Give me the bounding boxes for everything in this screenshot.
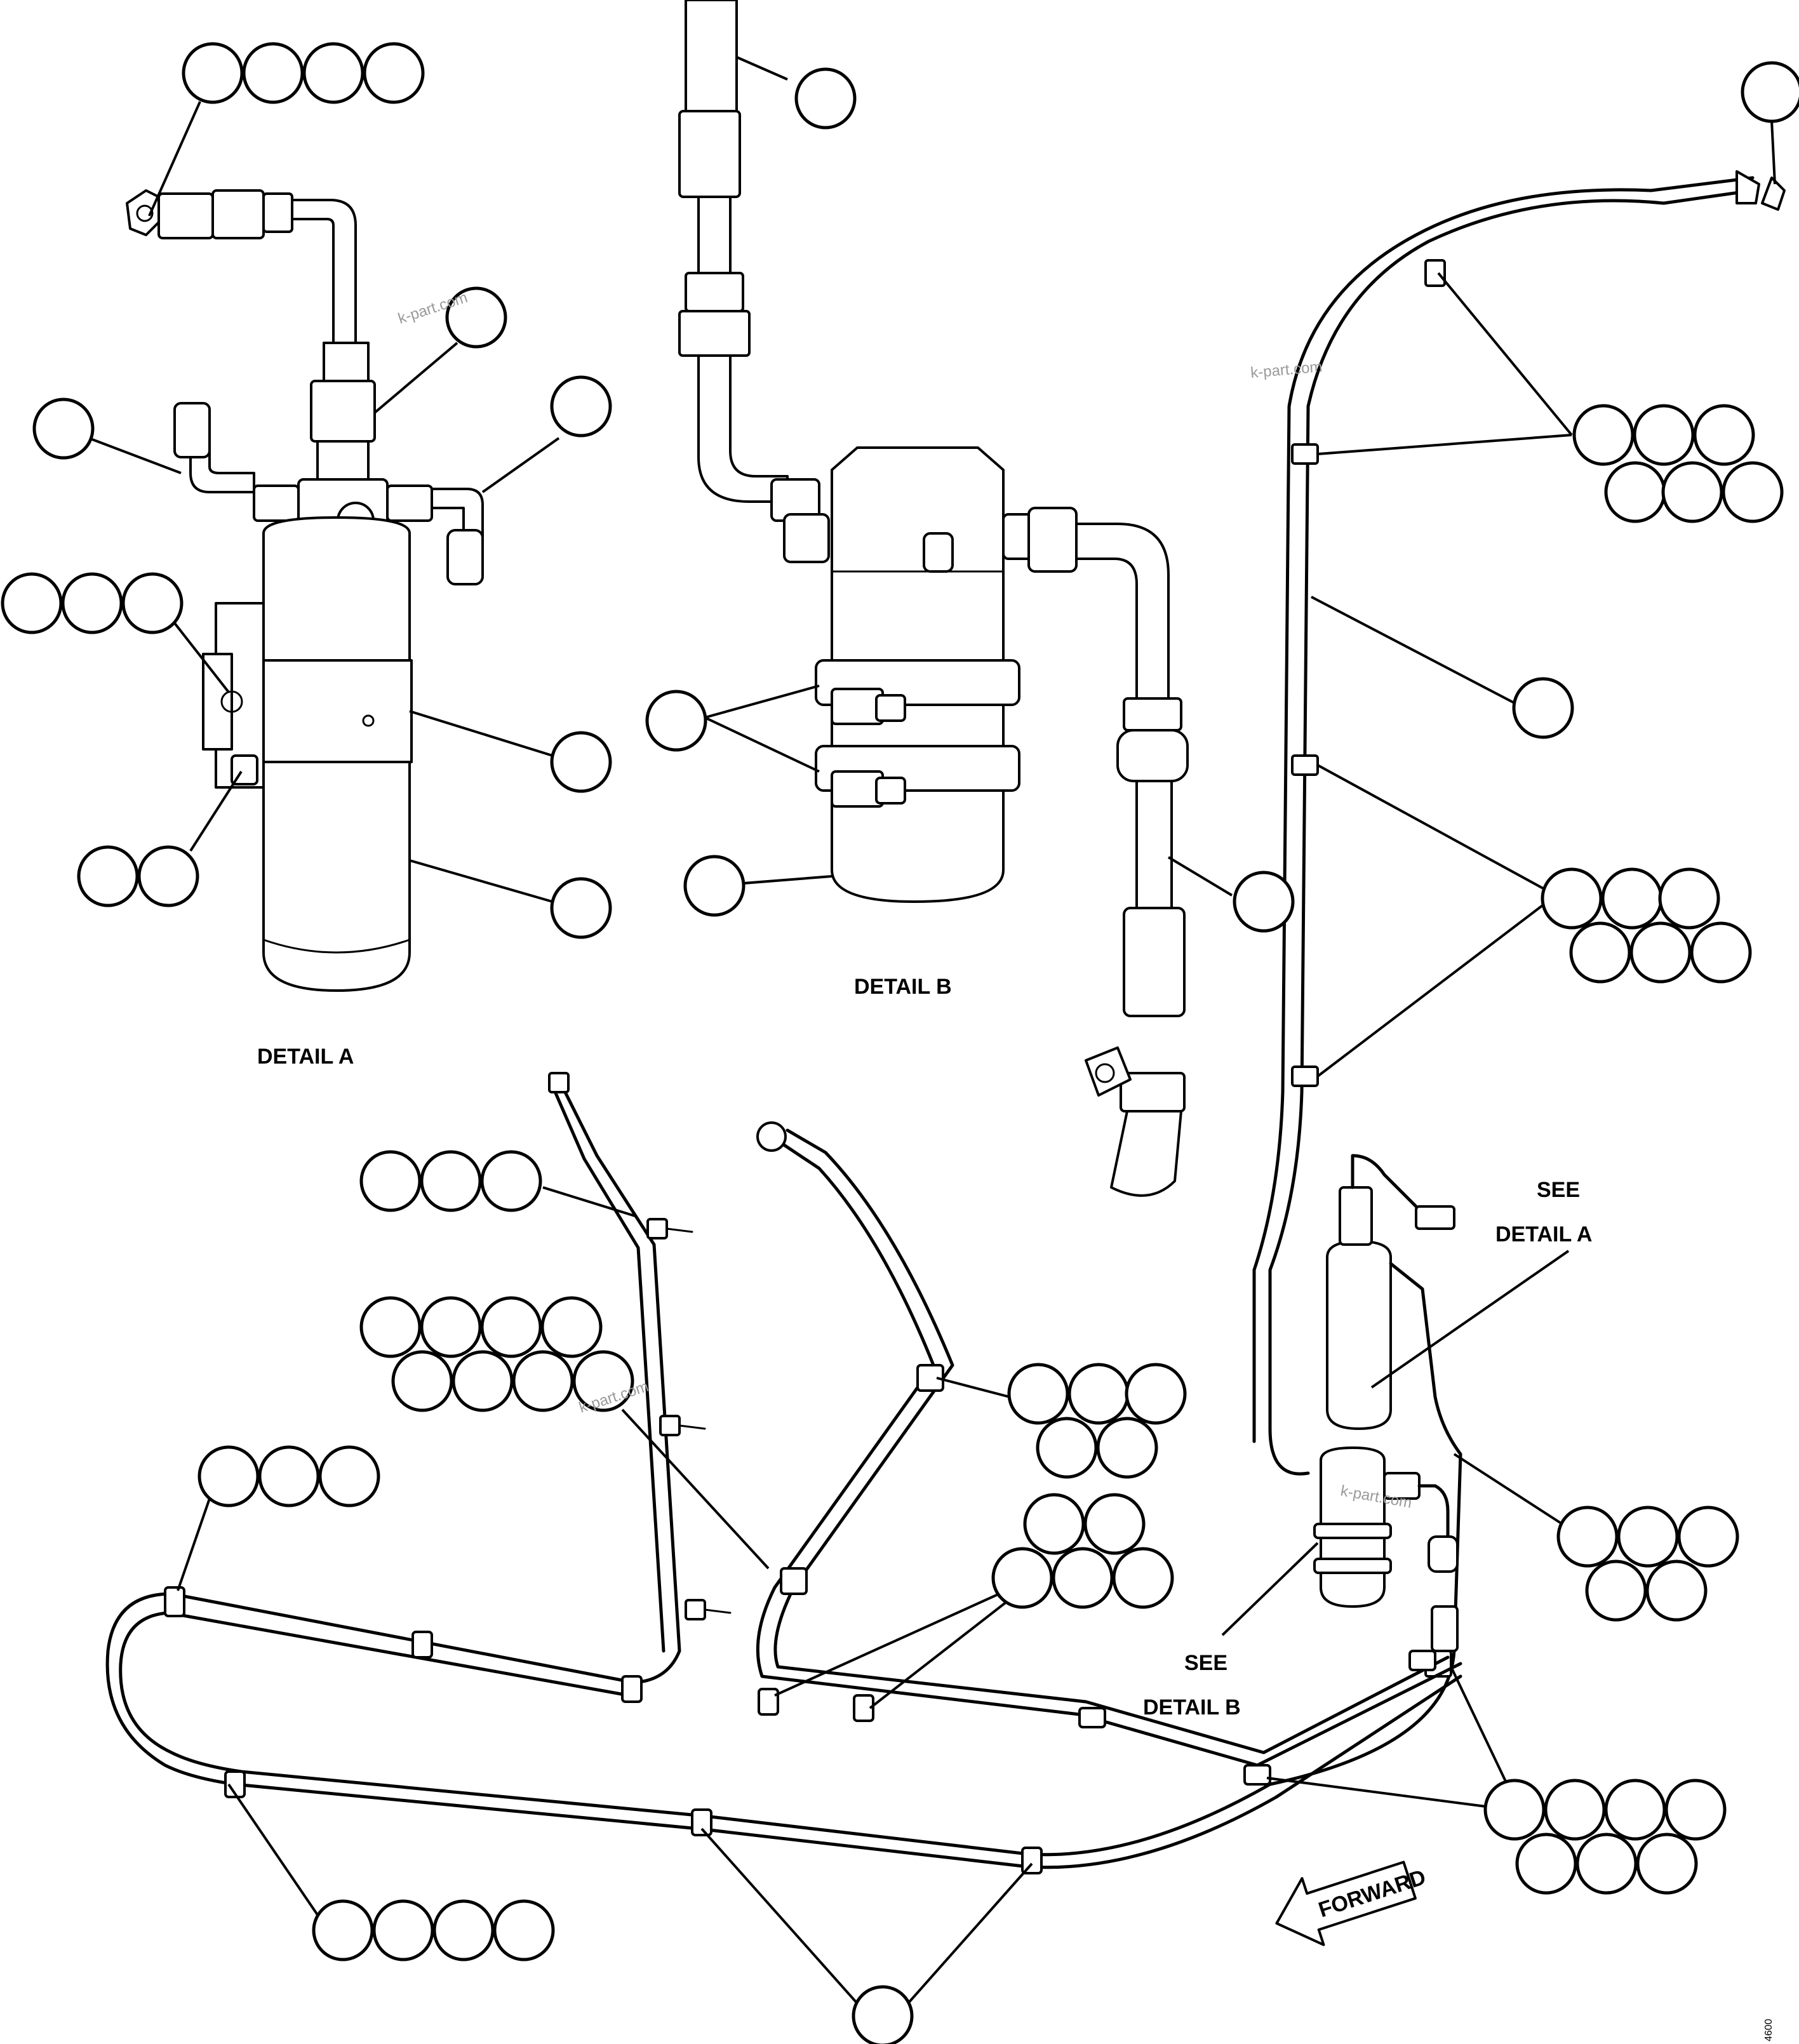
callout-r-clip-upper xyxy=(1572,404,1784,523)
detail-b-drawing xyxy=(678,0,1189,1197)
callout-a-drier xyxy=(550,877,612,939)
callout-m-clip-bottom-left xyxy=(312,1899,555,1961)
see-detail-b-line2: DETAIL B xyxy=(1143,1695,1241,1720)
callout-a-screw xyxy=(1,572,184,634)
callout-bubbles xyxy=(1,42,1799,2044)
callout-r-clip-mid xyxy=(1541,867,1752,984)
callout-a-valve xyxy=(445,286,507,349)
callout-b-hose-top xyxy=(794,67,857,130)
forward-arrow: FORWARD xyxy=(1275,1860,1429,1946)
watermark-2: k-part.com xyxy=(1250,358,1323,382)
see-detail-b-line1: SEE xyxy=(1184,1651,1227,1675)
callout-m-clip-bottom-right xyxy=(1483,1779,1727,1895)
callout-a-left-fitting xyxy=(32,397,95,460)
callout-a-clamp xyxy=(550,731,612,793)
callout-b-hose-right xyxy=(1233,871,1295,933)
callout-m-clip-center xyxy=(1007,1363,1187,1479)
detail-a-drawing xyxy=(126,189,484,992)
callout-m-clip-lower xyxy=(991,1493,1174,1609)
callout-m-bottom-line xyxy=(852,1985,914,2044)
callout-b-clamps xyxy=(645,690,707,752)
detail-a-title: DETAIL A xyxy=(257,1045,354,1069)
callout-a-bolt xyxy=(77,845,199,907)
see-detail-a-line1: SEE xyxy=(1537,1178,1580,1202)
callout-m-clip-far-left xyxy=(197,1445,380,1507)
callout-r-top-fitting xyxy=(1741,61,1799,123)
main-line-routing xyxy=(105,1072,1462,1874)
callout-m-clip-lower-right xyxy=(1556,1506,1739,1622)
callout-a-right-fitting xyxy=(550,375,612,438)
callout-m-clip-left-top xyxy=(359,1150,542,1212)
figure-code: 4600 xyxy=(1763,2019,1774,2041)
callout-r-line xyxy=(1512,677,1574,739)
callout-m-clip-left-mid xyxy=(359,1296,634,1412)
see-detail-a-line2: DETAIL A xyxy=(1495,1222,1592,1246)
callout-b-drier xyxy=(683,855,746,917)
detail-b-title: DETAIL B xyxy=(854,975,952,999)
callout-a-sensor xyxy=(182,42,425,104)
